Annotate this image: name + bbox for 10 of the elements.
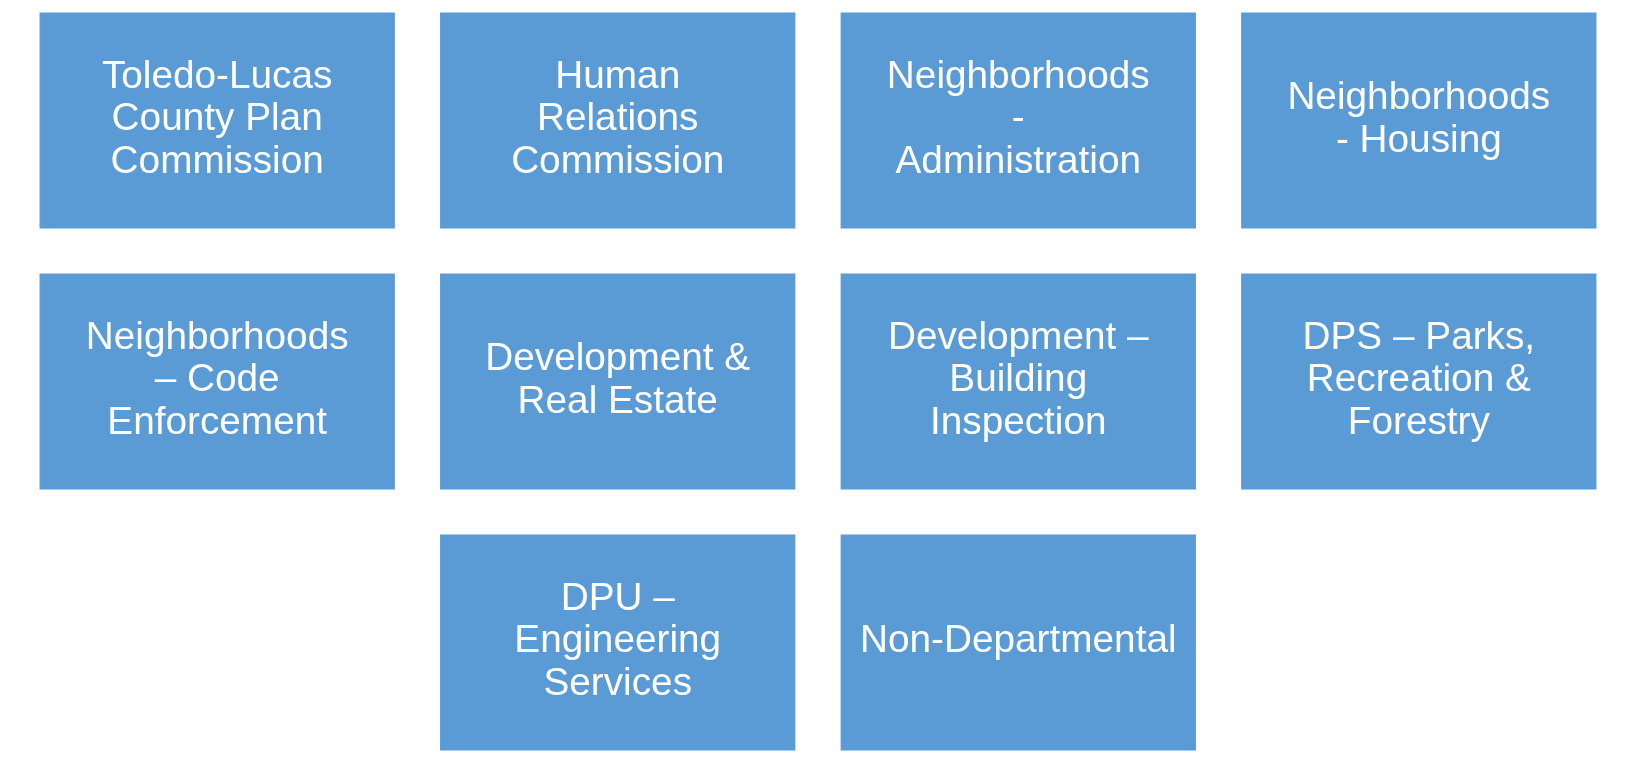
node-box: Toledo-Lucas County Plan Commission (39, 12, 395, 229)
node-box: Development – Building Inspection (840, 273, 1196, 490)
node-box: Neighborhoods – Code Enforcement (39, 273, 395, 490)
node-box: Development & Real Estate (440, 273, 796, 490)
node-box: Neighborhoods - Administration (840, 12, 1196, 229)
node-box: Human Relations Commission (440, 12, 796, 229)
node-box: Non-Departmental (840, 534, 1196, 751)
node-box: DPS – Parks, Recreation & Forestry (1241, 273, 1597, 490)
node-box: DPU – Engineering Services (440, 534, 796, 751)
node-box: Neighborhoods - Housing (1241, 12, 1597, 229)
